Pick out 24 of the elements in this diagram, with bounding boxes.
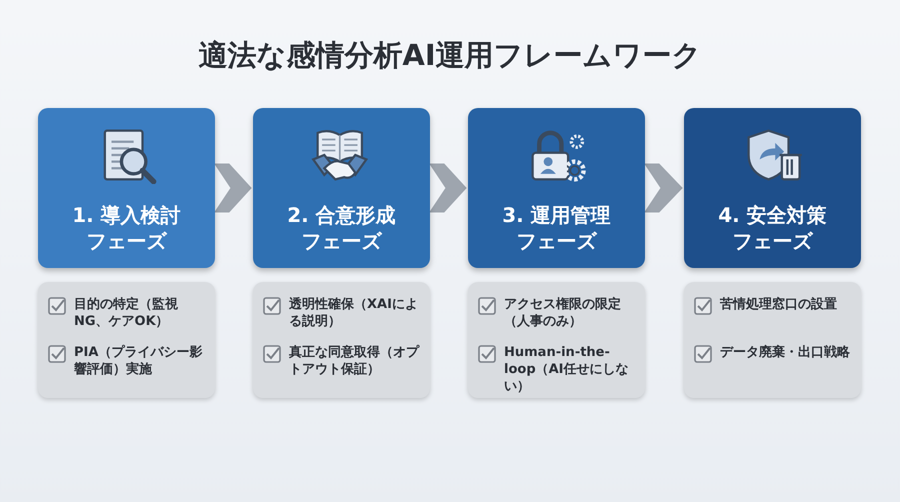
checklist-item: 苦情処理窓口の設置 bbox=[720, 296, 837, 314]
phase-box bbox=[468, 108, 645, 268]
checklist-item: PIA（プライバシー影響評価）実施 bbox=[74, 344, 204, 378]
chevron-arrow bbox=[429, 164, 467, 212]
checklist-item: アクセス権限の限定（人事のみ） bbox=[504, 296, 622, 330]
checklist-card bbox=[468, 282, 645, 398]
phase-box bbox=[684, 108, 861, 268]
phase-box bbox=[38, 108, 215, 268]
phase-title: 3. 運用管理フェーズ bbox=[501, 202, 612, 254]
phase-title: 2. 合意形成フェーズ bbox=[286, 202, 397, 254]
checklist-card bbox=[253, 282, 430, 398]
checklist-item: データ廃棄・出口戦略 bbox=[720, 344, 850, 362]
chevron-arrow bbox=[214, 164, 252, 212]
checklist-card bbox=[38, 282, 215, 398]
checklist-item: Human-in-the-loop（AI任せにしない） bbox=[504, 344, 630, 396]
chevron-arrow bbox=[644, 164, 683, 212]
checklist-card bbox=[684, 282, 861, 398]
checklist-item: 真正な同意取得（オプトアウト保証） bbox=[289, 344, 421, 378]
checklist-item: 透明性確保（XAIによる説明） bbox=[289, 296, 419, 330]
checklist-item: 目的の特定（監視NG、ケアOK） bbox=[74, 296, 179, 330]
phase-title: 4. 安全対策フェーズ bbox=[717, 202, 828, 254]
phase-title: 1. 導入検討フェーズ bbox=[71, 202, 182, 254]
phase-box bbox=[253, 108, 430, 268]
diagram-title: 適法な感情分析AI運用フレームワーク bbox=[197, 37, 703, 74]
